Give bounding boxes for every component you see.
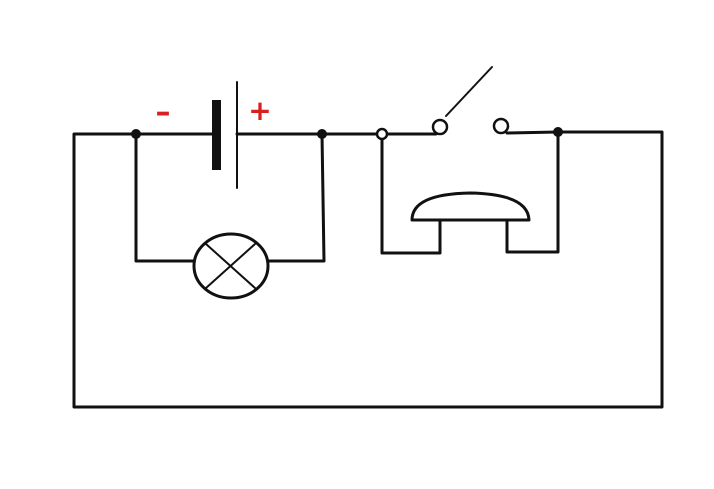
battery-negative-plate xyxy=(212,100,221,170)
lamp-branch-left-wire xyxy=(134,132,196,263)
outer-loop-wire xyxy=(72,130,664,409)
battery-negative-label: – xyxy=(156,95,171,130)
bell-branch-left-wire xyxy=(380,132,442,255)
junction-node-center-right xyxy=(375,127,389,141)
switch-right-terminal xyxy=(492,117,510,135)
junction-node-left xyxy=(131,129,141,139)
junction-node-right xyxy=(553,127,563,137)
switch xyxy=(431,66,510,136)
battery: – + xyxy=(156,81,272,189)
bell-branch-right-wire xyxy=(505,130,560,254)
wire-from-switch xyxy=(505,130,560,135)
bell-dome xyxy=(410,191,531,222)
switch-lever xyxy=(445,66,493,117)
lamp-branch-right-wire xyxy=(266,132,326,263)
lamp-icon xyxy=(192,232,270,300)
lamp-cross-line-b xyxy=(205,243,256,289)
switch-left-terminal xyxy=(431,118,449,136)
junction-node-center-left xyxy=(317,129,327,139)
bell-icon xyxy=(410,191,531,222)
battery-positive-label: + xyxy=(248,94,271,127)
